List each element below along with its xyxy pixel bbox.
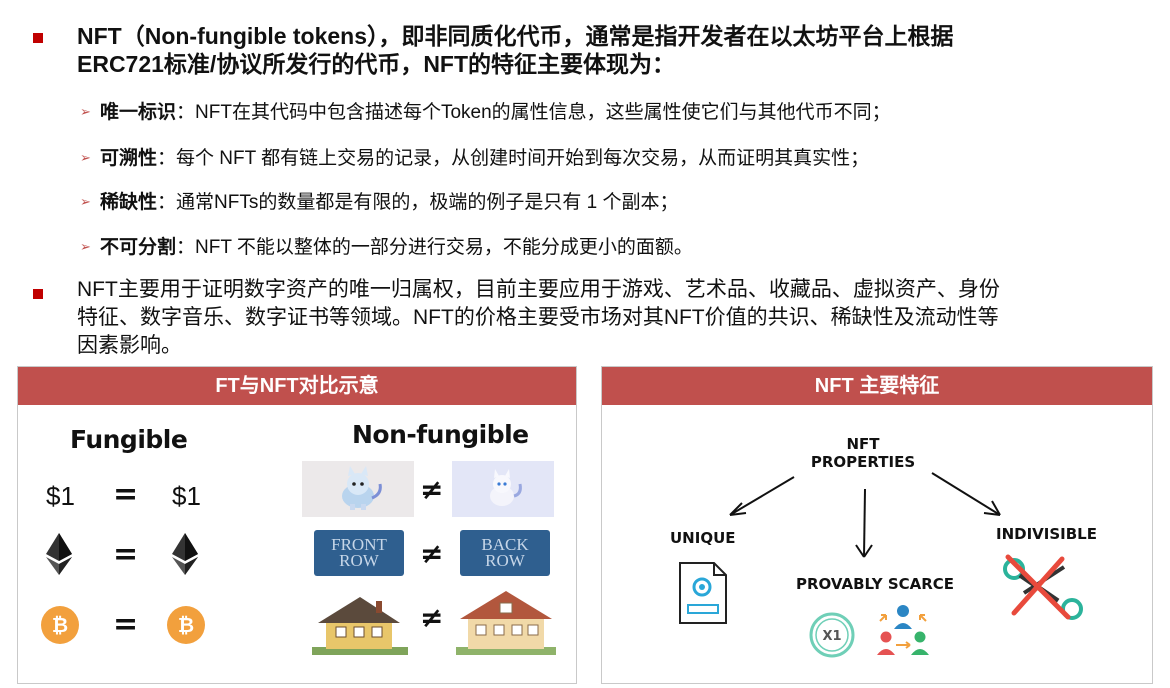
dollar-left: $1 <box>46 481 75 511</box>
feature-term: 唯一标识 <box>100 102 177 123</box>
ticket-text: FRONT <box>331 535 387 554</box>
arrow-icon: ➢ <box>80 194 91 209</box>
crossed-scissors-icon <box>1003 554 1083 620</box>
panel-title: FT与NFT对比示意 <box>18 367 576 405</box>
feature-item: ➢ 唯一标识：NFT在其代码中包含描述每个Token的属性信息，这些属性使它们与其… <box>80 100 891 125</box>
feature-desc: ：每个 NFT 都有链上交易的记录，从创建时间开始到每次交易，从而证明其真实性； <box>157 148 870 169</box>
feature-term: 稀缺性 <box>100 192 158 213</box>
definition-line-1: NFT（Non-fungible tokens），即非同质化代币，通常是指开发者… <box>77 23 954 49</box>
dollar-right: $1 <box>172 481 201 511</box>
document-gear-icon <box>679 562 727 624</box>
nft-properties-panel: NFT 主要特征 NFT PROPERTIES UNIQUE INDIVISIB… <box>601 366 1153 684</box>
usage-line-1: NFT主要用于证明数字资产的唯一归属权，目前主要应用于游戏、艺术品、收藏品、虚拟… <box>77 278 1000 301</box>
not-equal-sign: ≠ <box>420 473 444 506</box>
cat-nft-icon <box>490 469 522 506</box>
x1-text: X1 <box>822 629 841 644</box>
feature-item: ➢ 稀缺性：通常NFTs的数量都是有限的，极端的例子是只有 1 个副本； <box>80 190 678 215</box>
bullet-marker <box>33 33 43 43</box>
arrows-diagram <box>729 472 1001 558</box>
equals-sign: = <box>113 477 139 512</box>
feature-term: 不可分割 <box>100 237 177 258</box>
ethereum-icon <box>172 533 198 575</box>
svg-text:₿: ₿ <box>52 613 68 637</box>
indivisible-label: INDIVISIBLE <box>996 525 1097 543</box>
fungible-heading: Fungible <box>70 425 188 454</box>
feature-term: 可溯性 <box>100 148 158 169</box>
panel-title: NFT 主要特征 <box>602 367 1152 405</box>
provably-scarce-label: PROVABLY SCARCE <box>796 575 955 593</box>
bitcoin-icon: ₿ <box>167 606 205 644</box>
not-equal-sign: ≠ <box>420 537 444 570</box>
arrow-icon: ➢ <box>80 104 91 119</box>
cat-nft-card <box>302 461 414 517</box>
ticket-text: ROW <box>485 551 525 570</box>
center-line-1: NFT <box>846 435 880 453</box>
unique-label: UNIQUE <box>670 529 736 547</box>
feature-desc: ：NFT 不能以整体的一部分进行交易，不能分成更小的面额。 <box>176 237 693 258</box>
nft-usage: NFT主要用于证明数字资产的唯一归属权，目前主要应用于游戏、艺术品、收藏品、虚拟… <box>77 276 1152 360</box>
center-line-2: PROPERTIES <box>810 453 916 471</box>
bullet-marker <box>33 289 43 299</box>
nft-definition: NFT（Non-fungible tokens），即非同质化代币，通常是指开发者… <box>77 22 1152 78</box>
nft-properties-label: NFT PROPERTIES <box>808 435 918 471</box>
house-icon <box>312 597 408 655</box>
house-icon <box>456 591 556 655</box>
nonfungible-heading: Non-fungible <box>352 420 529 449</box>
people-group-icon <box>877 605 929 655</box>
x1-coin-icon: X1 <box>809 612 855 658</box>
ticket-text: ROW <box>339 551 379 570</box>
bitcoin-icon: ₿ <box>41 606 79 644</box>
feature-item: ➢ 可溯性：每个 NFT 都有链上交易的记录，从创建时间开始到每次交易，从而证明其… <box>80 146 869 171</box>
not-equal-sign: ≠ <box>420 601 444 634</box>
ethereum-icon <box>46 533 72 575</box>
equals-sign: = <box>113 607 139 642</box>
equals-sign: = <box>113 537 139 572</box>
cat-nft-card <box>452 461 554 517</box>
arrow-icon: ➢ <box>80 150 91 165</box>
feature-item: ➢ 不可分割：NFT 不能以整体的一部分进行交易，不能分成更小的面额。 <box>80 235 693 260</box>
usage-line-3: 因素影响。 <box>77 334 182 357</box>
usage-line-2: 特征、数字音乐、数字证书等领域。NFT的价格主要受市场对其NFT价值的共识、稀缺… <box>77 306 999 329</box>
svg-text:₿: ₿ <box>178 613 194 637</box>
arrow-icon: ➢ <box>80 239 91 254</box>
feature-desc: ：NFT在其代码中包含描述每个Token的属性信息，这些属性使它们与其他代币不同… <box>176 102 891 123</box>
definition-line-2: ERC721标准/协议所发行的代币，NFT的特征主要体现为： <box>77 51 676 77</box>
cat-nft-icon <box>342 466 382 510</box>
ticket-text: BACK <box>481 535 529 554</box>
feature-desc: ：通常NFTs的数量都是有限的，极端的例子是只有 1 个副本； <box>157 192 679 213</box>
ft-vs-nft-panel: FT与NFT对比示意 Fungible Non-fungible $1 = $1… <box>17 366 577 684</box>
